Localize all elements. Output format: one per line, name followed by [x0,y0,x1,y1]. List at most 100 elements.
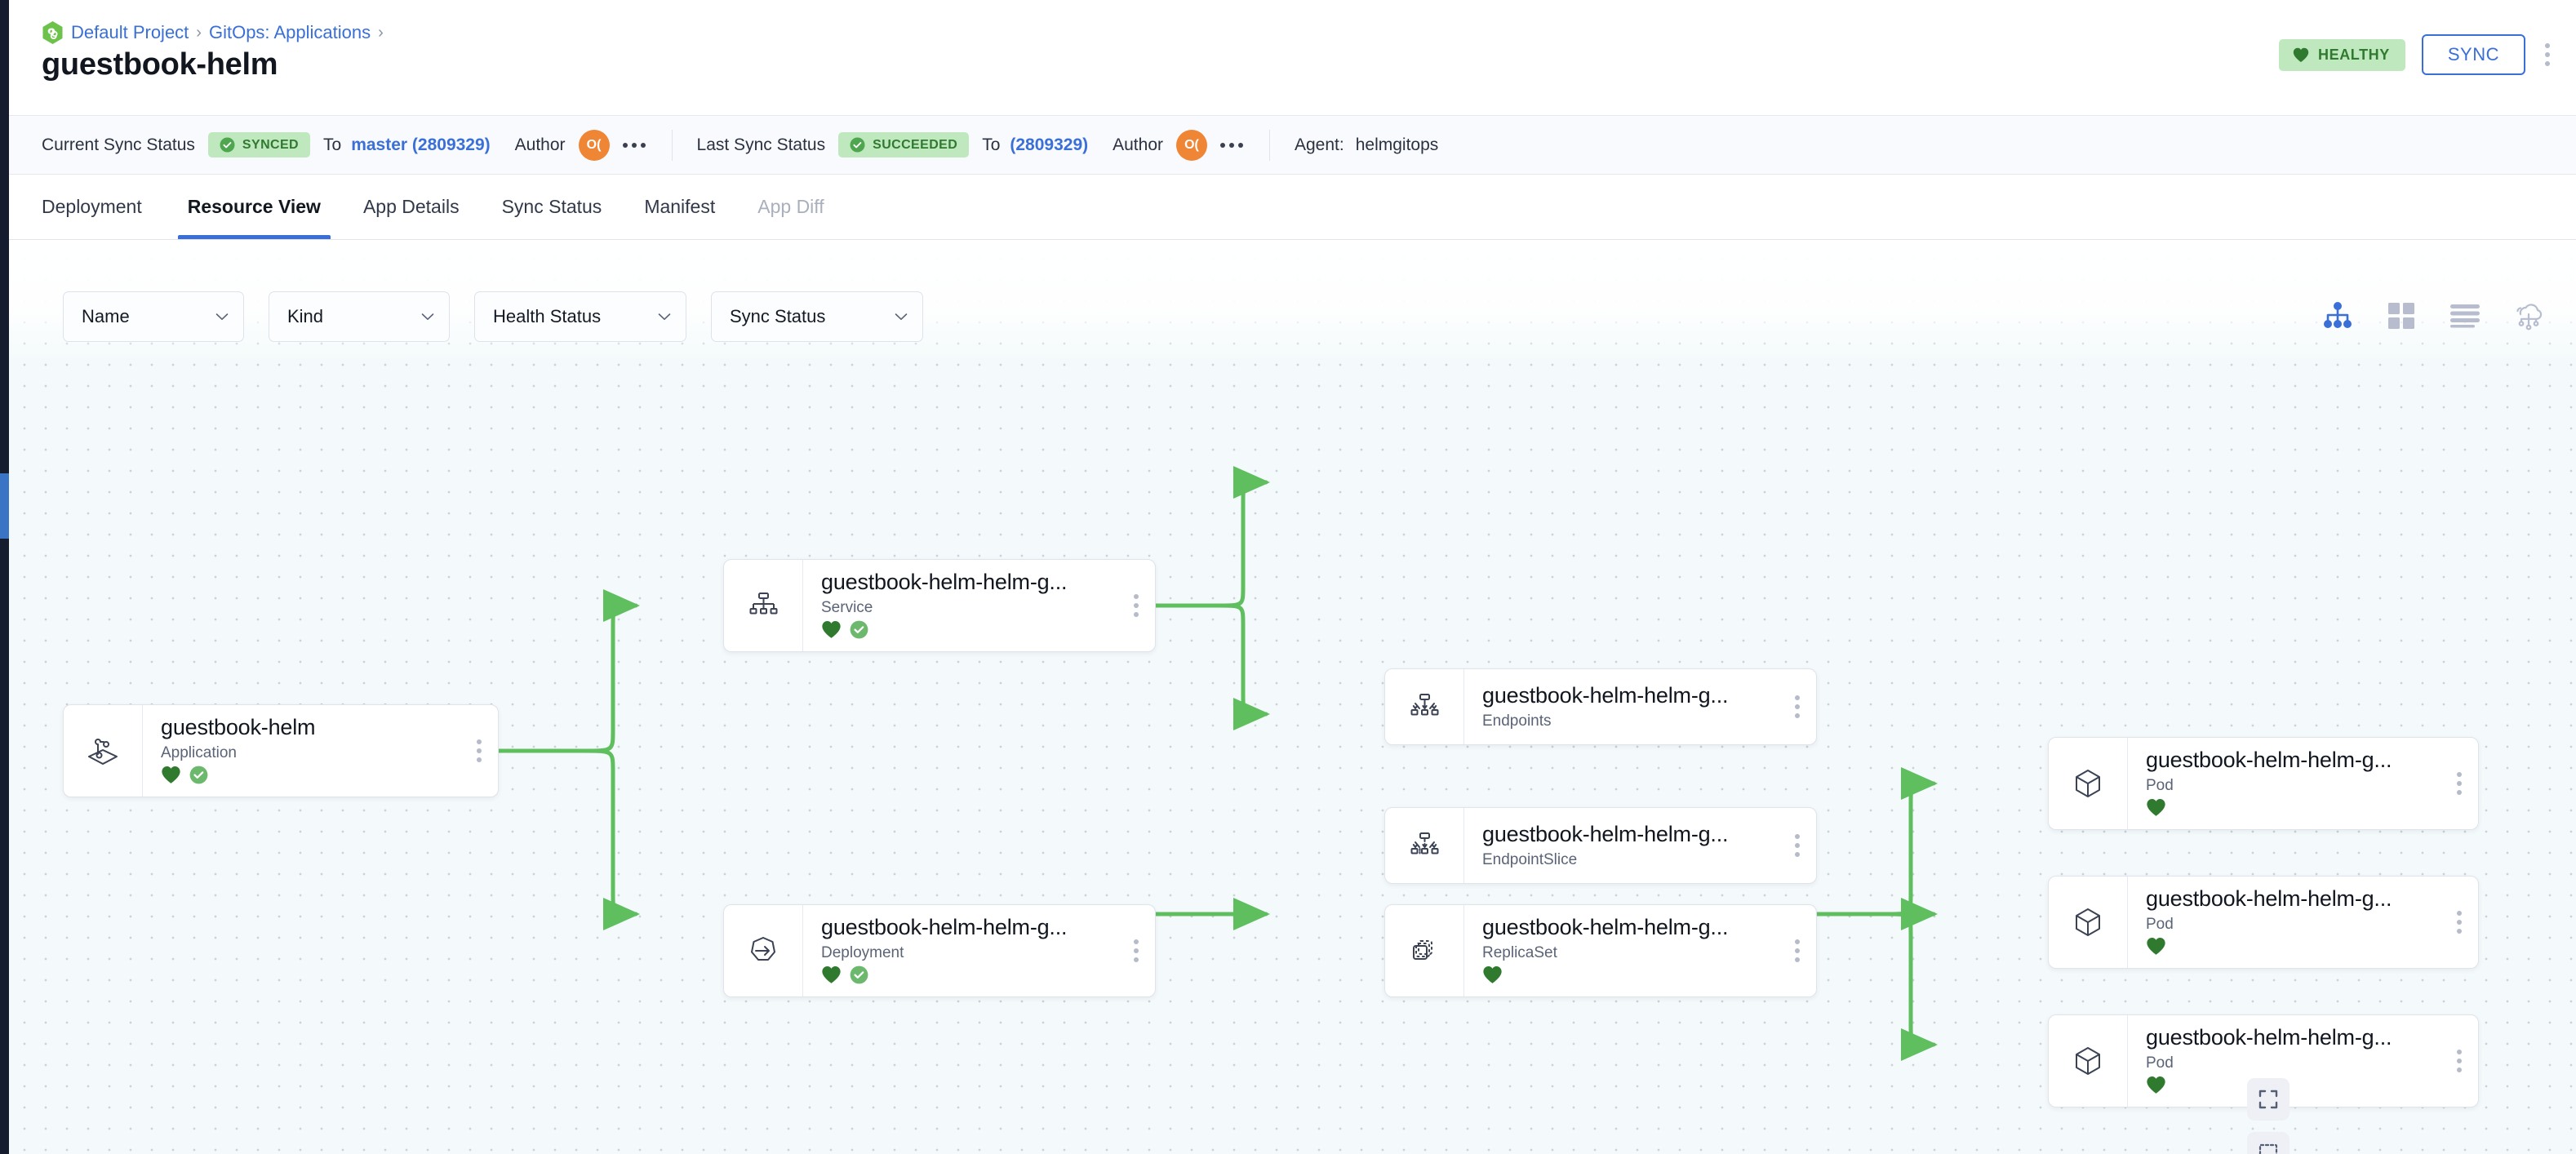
node-kind: Pod [2146,776,2174,794]
left-rail-active-indicator [0,473,9,539]
divider [671,129,673,161]
breadcrumb-item-gitops-applications[interactable]: GitOps: Applications [208,22,371,42]
tree-view-icon[interactable] [2320,298,2356,334]
node-kind: EndpointSlice [1482,850,1578,868]
node-status-icons [161,766,460,788]
graph-node-replicaset[interactable]: guestbook-helm-helm-g... ReplicaSet [1384,904,1817,997]
resource-graph-canvas[interactable]: guestbook-helm Application guestbook-hel… [9,241,2576,1154]
filter-name-select[interactable]: Name [63,291,244,342]
grid-view-icon[interactable] [2383,298,2419,334]
filter-health-status-label: Health Status [493,306,602,326]
node-kind: Endpoints [1482,712,1552,730]
check-circle-icon [220,137,235,153]
sync-button[interactable]: SYNC [2421,34,2525,75]
graph-node-pod-2[interactable]: guestbook-helm-helm-g... Pod [2048,876,2479,969]
node-status-icons [821,965,1117,988]
node-kebab-menu-icon[interactable] [2441,877,2478,968]
kebab-menu-icon[interactable] [2542,40,2553,69]
health-heart-icon [821,620,842,643]
current-sync-status-label: Current Sync Status [42,135,195,154]
current-to-label: To [323,135,342,154]
node-kind: ReplicaSet [1482,943,1557,961]
graph-node-service[interactable]: guestbook-helm-helm-g... Service [723,559,1156,652]
node-title: guestbook-helm-helm-g... [1482,821,1729,846]
current-sync-status-badge: SYNCED [207,132,311,158]
current-sync-status-text: SYNCED [242,137,300,152]
application-icon [64,705,142,797]
current-revision-link[interactable]: master (2809329) [351,135,491,154]
network-view-icon[interactable] [2511,298,2547,334]
node-title: guestbook-helm [161,714,316,739]
avatar: O( [1176,129,1207,161]
node-content: guestbook-helm Application [142,705,460,797]
tab-app-details[interactable]: App Details [362,196,460,217]
node-kebab-menu-icon[interactable] [1779,905,1816,996]
graph-node-pod-1[interactable]: guestbook-helm-helm-g... Pod [2048,737,2479,830]
health-heart-icon [2146,798,2166,821]
node-content: guestbook-helm-helm-g... EndpointSlice [1463,808,1779,883]
node-kebab-menu-icon[interactable] [460,705,498,797]
graph-node-application[interactable]: guestbook-helm Application [63,704,499,797]
node-kebab-menu-icon[interactable] [1779,808,1816,883]
filter-name-label: Name [82,306,130,326]
tab-deployment[interactable]: Deployment [42,196,142,217]
node-kind: Pod [2146,915,2174,933]
last-sync-status-label: Last Sync Status [696,135,826,154]
tab-sync-status[interactable]: Sync Status [501,196,602,217]
node-title: guestbook-helm-helm-g... [821,914,1068,939]
node-status-icons [821,620,1117,643]
node-title: guestbook-helm-helm-g... [1482,914,1729,939]
page-title: guestbook-helm [42,47,278,82]
view-toggle-group [2320,298,2547,334]
select-area-icon[interactable] [2247,1132,2290,1154]
replicaset-icon [1385,905,1463,996]
graph-node-deployment[interactable]: guestbook-helm-helm-g... Deployment [723,904,1156,997]
graph-node-endpoints[interactable]: guestbook-helm-helm-g... Endpoints [1384,668,1817,745]
node-kebab-menu-icon[interactable] [2441,1015,2478,1107]
tab-resource-view[interactable]: Resource View [167,175,342,239]
last-to-label: To [982,135,1001,154]
page-header: Default Project › GitOps: Applications ›… [9,0,2576,116]
last-sync-status-group: Last Sync Status SUCCEEDED To (2809329) … [696,129,1245,161]
node-kebab-menu-icon[interactable] [1117,560,1155,651]
node-content: guestbook-helm-helm-g... Endpoints [1463,669,1779,744]
node-status-icons [2146,798,2441,821]
filter-health-status-select[interactable]: Health Status [474,291,686,342]
breadcrumb-item-default-project[interactable]: Default Project [71,22,189,42]
list-view-icon[interactable] [2447,298,2483,334]
node-kebab-menu-icon[interactable] [1117,905,1155,996]
breadcrumb-separator: › [196,23,202,42]
health-badge-label: HEALTHY [2318,46,2390,63]
endpoints-icon [1385,669,1463,744]
node-kebab-menu-icon[interactable] [2441,738,2478,829]
tab-manifest[interactable]: Manifest [644,196,716,217]
last-revision-link[interactable]: (2809329) [1010,135,1089,154]
current-sync-more-icon[interactable] [621,138,647,153]
heart-icon [2293,47,2309,63]
node-title: guestbook-helm-helm-g... [1482,682,1729,708]
chevron-down-icon [658,313,671,320]
pod-icon [2049,1015,2127,1107]
sync-status-strip: Current Sync Status SYNCED To master (28… [9,116,2576,175]
filter-sync-status-label: Sync Status [730,306,826,326]
health-heart-icon [821,965,842,988]
fullscreen-icon[interactable] [2247,1078,2290,1121]
filter-sync-status-select[interactable]: Sync Status [711,291,923,342]
node-title: guestbook-helm-helm-g... [2146,747,2392,772]
health-heart-icon [2146,1076,2166,1099]
filter-bar: Name Kind Health Status Sync Status [63,291,923,342]
last-sync-more-icon[interactable] [1219,138,1245,153]
node-kind: Deployment [821,943,904,961]
breadcrumb: Default Project › GitOps: Applications › [42,20,384,45]
status-badge-health: HEALTHY [2279,38,2405,71]
health-heart-icon [161,766,181,788]
node-content: guestbook-helm-helm-g... Pod [2127,877,2441,968]
node-kind: Pod [2146,1054,2174,1072]
header-actions: HEALTHY SYNC [2279,34,2553,75]
sync-check-icon [850,620,868,643]
filter-kind-select[interactable]: Kind [269,291,450,342]
current-author-label: Author [514,135,566,154]
node-kebab-menu-icon[interactable] [1779,669,1816,744]
agent-value: helmgitops [1355,135,1439,154]
graph-node-endpointslice[interactable]: guestbook-helm-helm-g... EndpointSlice [1384,807,1817,884]
